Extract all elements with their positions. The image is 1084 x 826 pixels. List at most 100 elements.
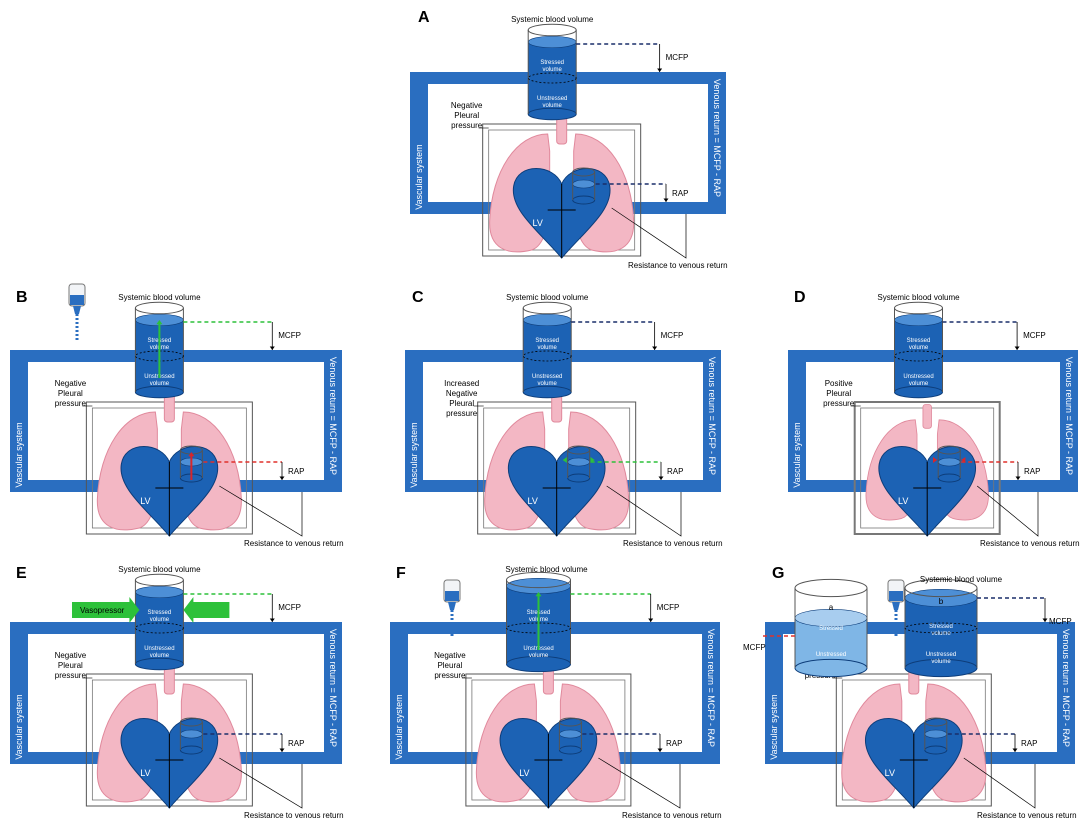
- arrow-head: [269, 346, 275, 350]
- pleural-label-line: Pleural: [449, 399, 474, 408]
- unstressed-boundary: [904, 622, 978, 634]
- rap-label: RAP: [1024, 467, 1040, 476]
- vessel-right: [324, 350, 342, 492]
- pleural-label-line: pressure: [823, 399, 855, 408]
- rap-label: RAP: [288, 739, 304, 748]
- venous-return-label: Venous return = MCFP - RAP: [328, 357, 338, 475]
- cylinder-bottom: [894, 385, 943, 399]
- vascular-system-label: Vascular system: [14, 694, 24, 759]
- unstressed-boundary: [527, 72, 577, 84]
- vessel-left: [788, 350, 806, 492]
- stressed-label-2: volume: [538, 345, 558, 351]
- venous-return-label: Venous return = MCFP - RAP: [712, 79, 722, 197]
- stressed-label-b2: volume: [931, 631, 951, 637]
- rap-label: RAP: [1021, 739, 1037, 748]
- venous-return-label: Venous return = MCFP - RAP: [707, 357, 717, 475]
- systemic-volume-label: Systemic blood volume: [118, 565, 201, 574]
- pleural-label-line: Negative: [55, 379, 87, 388]
- lv-label: LV: [519, 768, 529, 778]
- cylinder-water-surface: [522, 313, 572, 327]
- resistance-pointer: [598, 757, 681, 809]
- resistance-pointer: [963, 757, 1036, 809]
- cylinder-bottom: [134, 385, 184, 399]
- vessel-left: [10, 350, 28, 492]
- systemic-volume-label: Systemic blood volume: [118, 293, 201, 302]
- vessel-right: [702, 622, 720, 764]
- iv-drip-chamber: [73, 306, 81, 314]
- vessel-left: [405, 350, 423, 492]
- panel-letter: F: [396, 565, 406, 582]
- pleural-label-line: pressure: [55, 399, 87, 408]
- arrow-head: [269, 618, 275, 622]
- vessel-left: [10, 622, 28, 764]
- cylinder-rim: [134, 301, 184, 315]
- cylinder-rim: [924, 717, 948, 727]
- arrow-head: [933, 457, 938, 463]
- cylinder-rim: [527, 23, 577, 37]
- pleural-label-line: Negative: [434, 651, 466, 660]
- resistance-label: Resistance to venous return: [244, 811, 344, 820]
- cylinder-water-surface: [937, 457, 961, 467]
- venous-return-label: Venous return = MCFP - RAP: [1064, 357, 1074, 475]
- vasopressor-arrow-right: [183, 597, 230, 623]
- vessel-left: [390, 622, 408, 764]
- arrow-head: [1014, 346, 1020, 350]
- rap-label: RAP: [667, 467, 683, 476]
- cylinder-water-surface: [559, 729, 582, 739]
- arrow-head: [657, 68, 663, 72]
- cylinder-rim: [904, 578, 978, 598]
- cylinder-water: [528, 42, 577, 114]
- mcfp-label-b: MCFP: [1049, 617, 1072, 626]
- arrow-head: [590, 457, 595, 463]
- lv-label: LV: [898, 496, 908, 506]
- panel-letter: B: [16, 289, 28, 306]
- iv-drip-chamber: [448, 602, 456, 610]
- systemic-volume-label: Systemic blood volume: [511, 15, 594, 24]
- pleural-label-line: pressure: [451, 121, 483, 130]
- cylinder-bottom: [572, 195, 596, 205]
- vessel-left: [765, 622, 783, 764]
- pleural-label-line: Negative: [446, 389, 478, 398]
- stressed-label: Stressed: [540, 60, 564, 66]
- systemic-volume-label: Systemic blood volume: [506, 293, 589, 302]
- stressed-label-2: volume: [909, 345, 929, 351]
- pleural-label-line: Pleural: [454, 111, 479, 120]
- resistance-label: Resistance to venous return: [244, 539, 344, 548]
- resistance-pointer: [976, 485, 1039, 537]
- cylinder-water: [135, 592, 184, 664]
- panel-letter: E: [16, 565, 27, 582]
- unstressed-label-a: Unstressed: [816, 652, 846, 658]
- lv-label: LV: [885, 768, 895, 778]
- pleural-label-line: Negative: [451, 101, 483, 110]
- cylinder-rim: [572, 167, 596, 177]
- cylinder-water-surface: [924, 729, 948, 739]
- cylinder-rim: [134, 573, 184, 587]
- mcfp-label: MCFP: [657, 603, 680, 612]
- arrow-head: [1015, 476, 1021, 480]
- stressed-label: Stressed: [907, 338, 931, 344]
- arrow-head: [1042, 618, 1048, 622]
- mcfp-label-a: MCFP: [743, 643, 766, 652]
- cylinder-bottom: [527, 107, 577, 121]
- arrow-head: [648, 618, 654, 622]
- arrow-head: [652, 346, 658, 350]
- unstressed-label-b: Unstressed: [926, 652, 956, 658]
- arrow-head: [279, 476, 285, 480]
- panel-letter: G: [772, 565, 784, 582]
- cylinder-water-surface: [572, 179, 595, 189]
- cylinder-bottom: [567, 473, 591, 483]
- cylinder-water: [894, 320, 943, 392]
- lv-label: LV: [528, 496, 538, 506]
- resistance-label: Resistance to venous return: [628, 261, 728, 270]
- cylinder-bottom: [179, 745, 203, 755]
- cylinder-water-surface: [180, 729, 203, 739]
- vessel-left: [410, 72, 428, 214]
- cylinder-rim: [894, 301, 943, 315]
- mcfp-label: MCFP: [278, 331, 301, 340]
- cylinder-bottom: [522, 385, 572, 399]
- panel-letter: D: [794, 289, 806, 306]
